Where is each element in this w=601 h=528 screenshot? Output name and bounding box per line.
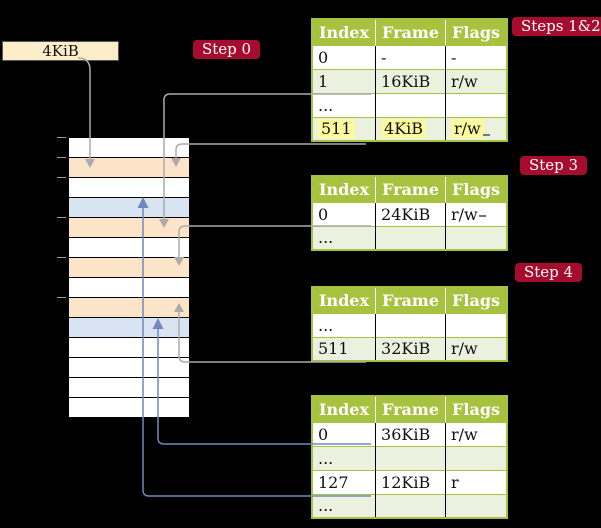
badge-steps-1-2: Steps 1&2 [512, 17, 601, 36]
table-cell: 16KiB [375, 68, 446, 93]
badge-step-3: Step 3 [520, 156, 588, 175]
table-cell [445, 493, 508, 518]
table-cell: 24KiB [375, 201, 446, 226]
column-header-index: Index [312, 287, 376, 313]
badge-step-4: Step 4 [515, 263, 583, 282]
column-header-flags: Flags [445, 176, 508, 202]
column-header-frame: Frame [375, 396, 446, 422]
table-cell: 511 [312, 336, 376, 361]
column-header-frame: Frame [375, 19, 446, 45]
column-header-index: Index [312, 176, 376, 202]
table-cell: 32KiB [375, 336, 446, 361]
table-cell [375, 92, 446, 117]
table-cell: ... [312, 312, 376, 337]
table-cell [445, 225, 508, 250]
table-cell: r/w [445, 116, 508, 141]
table-cell: r/w [445, 336, 508, 361]
arrow-pt1-511-to-4kib-frame [175, 143, 366, 158]
table-row: ... [312, 92, 508, 117]
table-cell: 4KiB [375, 116, 446, 141]
table-cell: 12KiB [375, 469, 446, 494]
table-row: ... [312, 225, 508, 250]
table-cell: r [445, 469, 508, 494]
table-cell [375, 493, 446, 518]
memory-row [69, 358, 189, 378]
memory-row [69, 338, 189, 358]
table-cell: 127 [312, 469, 376, 494]
table-row: 511 32KiB r/w [312, 336, 508, 361]
table-row: ... [312, 312, 508, 337]
memory-row [69, 218, 189, 238]
memory-row [69, 278, 189, 298]
table-cell: ... [312, 493, 376, 518]
table-cell: - [445, 44, 508, 69]
memory-row [69, 178, 189, 198]
table-cell: r/w [445, 201, 508, 226]
table-cell: 36KiB [375, 421, 446, 446]
table-row: 0 - - [312, 44, 508, 69]
page-table-bottom-level: Index Frame Flags 0 36KiB r/w ... 127 12… [311, 395, 509, 519]
table-cell: 1 [312, 68, 376, 93]
table-cell: 0 [312, 201, 376, 226]
highlighted-value: 511 [318, 119, 355, 139]
table-cell [375, 225, 446, 250]
table-cell [375, 312, 446, 337]
badge-step-0: Step 0 [193, 40, 261, 59]
table-cell [445, 445, 508, 470]
table-cell: ... [312, 92, 376, 117]
column-header-index: Index [312, 396, 376, 422]
table-row: 127 12KiB r [312, 469, 508, 494]
table-cell: r/w [445, 421, 508, 446]
column-header-frame: Frame [375, 176, 446, 202]
table-row: 0 24KiB r/w [312, 201, 508, 226]
table-row-highlighted: 511 4KiB r/w [312, 116, 508, 141]
memory-row [69, 298, 189, 318]
table-cell: - [375, 44, 446, 69]
table-cell [445, 92, 508, 117]
table-header-row: Index Frame Flags [312, 287, 508, 313]
table-cell: ... [312, 445, 376, 470]
table-cell: r/w [445, 68, 508, 93]
highlighted-value: 4KiB [381, 119, 427, 139]
page-table-step-4: Index Frame Flags ... 511 32KiB r/w [311, 286, 509, 362]
column-header-flags: Flags [445, 396, 508, 422]
memory-row [69, 138, 189, 158]
page-table-steps-1-2: Index Frame Flags 0 - - 1 16KiB r/w ... … [311, 18, 509, 142]
highlighted-value: r/w [451, 119, 484, 139]
table-cell: ... [312, 225, 376, 250]
table-row: 1 16KiB r/w [312, 68, 508, 93]
column-header-flags: Flags [445, 287, 508, 313]
table-row: ... [312, 445, 508, 470]
physical-memory-stack [68, 137, 190, 418]
memory-row [69, 398, 189, 417]
memory-row [69, 258, 189, 278]
frame-size-box: 4KiB [2, 41, 119, 61]
table-header-row: Index Frame Flags [312, 396, 508, 422]
table-cell: 511 [312, 116, 376, 141]
table-cell: 0 [312, 421, 376, 446]
memory-row [69, 158, 189, 178]
memory-row [69, 378, 189, 398]
table-row: ... [312, 493, 508, 518]
page-table-step-3: Index Frame Flags 0 24KiB r/w ... [311, 175, 509, 251]
memory-row [69, 238, 189, 258]
memory-row [69, 318, 189, 338]
column-header-frame: Frame [375, 287, 446, 313]
table-cell [445, 312, 508, 337]
column-header-flags: Flags [445, 19, 508, 45]
table-header-row: Index Frame Flags [312, 176, 508, 202]
memory-boundary-ticks [57, 137, 66, 298]
table-row: 0 36KiB r/w [312, 421, 508, 446]
table-cell [375, 445, 446, 470]
table-cell: 0 [312, 44, 376, 69]
memory-row [69, 198, 189, 218]
table-header-row: Index Frame Flags [312, 19, 508, 45]
column-header-index: Index [312, 19, 376, 45]
